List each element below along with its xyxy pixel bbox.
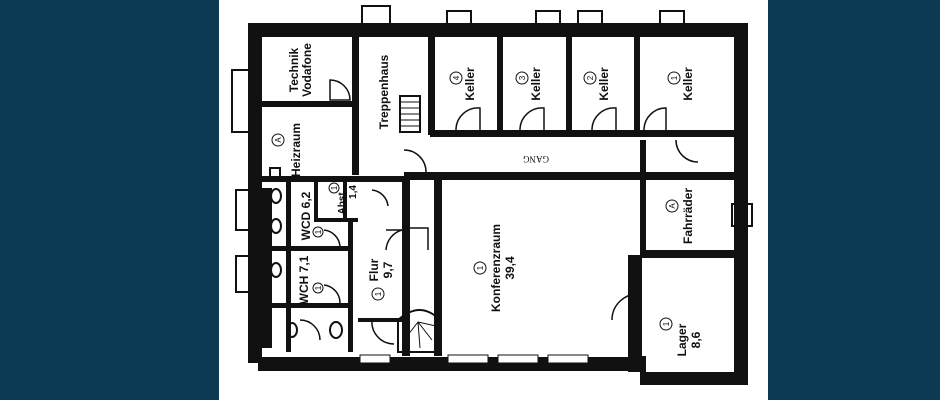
stairs-spiral <box>397 309 441 353</box>
room-treppenhaus: Treppenhaus <box>377 54 391 129</box>
keller2-label: Keller <box>597 67 611 101</box>
wcd-marker: 1 <box>314 229 323 234</box>
keller3-marker: 3 <box>518 75 527 80</box>
abst-label: Abst. <box>337 189 348 214</box>
keller4-marker: 4 <box>452 75 461 80</box>
gang-label: GANG <box>523 154 549 164</box>
stairs-top <box>399 95 421 133</box>
keller2-marker: 2 <box>586 75 595 80</box>
keller2-marker-circle <box>583 71 597 85</box>
konferenz-marker: 1 <box>476 265 485 270</box>
lager-marker: 1 <box>662 321 671 326</box>
konferenz-label: Konferenzraum <box>489 224 503 312</box>
room-keller-4: 4 Keller <box>449 67 477 101</box>
room-fahrraeder: A Fahrräder <box>665 188 695 244</box>
keller4-marker-circle <box>449 71 463 85</box>
keller1-label: Keller <box>681 67 695 101</box>
room-lager: 1 Lager 8,6 <box>659 317 703 356</box>
room-konferenzraum: 1 Konferenzraum 39,4 <box>473 224 517 312</box>
flur-marker: 1 <box>374 291 383 296</box>
heizraum-marker-circle <box>271 133 285 147</box>
treppenhaus-label: Treppenhaus <box>377 54 391 129</box>
interior-walls <box>262 37 734 372</box>
right-margin-bar <box>768 0 940 400</box>
konferenz-area: 39,4 <box>503 256 517 280</box>
room-keller-3: 3 Keller <box>515 67 543 101</box>
lager-area: 8,6 <box>689 331 703 348</box>
abst-marker-circle <box>328 182 340 194</box>
wcd-marker-circle <box>312 226 324 238</box>
room-flur: 1 Flur 9,7 <box>367 258 395 301</box>
wcd-label: WCD 6,2 <box>299 191 313 240</box>
lager-label: Lager <box>675 323 689 356</box>
room-technik: Technik Vodafone <box>287 43 314 97</box>
door-swings <box>299 79 699 345</box>
konferenz-marker-circle <box>473 261 487 275</box>
left-wall-protrusions <box>231 69 272 363</box>
flur-label: Flur <box>367 258 381 281</box>
room-keller-1: 1 Keller <box>667 67 695 101</box>
lager-marker-circle <box>659 317 673 331</box>
abst-area: 1,4 <box>348 185 359 199</box>
wch-marker: 1 <box>314 285 323 290</box>
room-wch: WCH 7,1 1 <box>297 255 324 304</box>
keller1-marker: 1 <box>670 75 679 80</box>
room-heizraum: A Heizraum <box>271 123 303 177</box>
sanitary-fixtures <box>269 167 343 339</box>
keller4-label: Keller <box>463 67 477 101</box>
fahrraeder-marker: A <box>668 203 677 209</box>
top-shafts <box>361 5 753 227</box>
technik-label: Technik <box>287 47 301 92</box>
keller1-marker-circle <box>667 71 681 85</box>
left-margin-bar <box>0 0 219 400</box>
flur-marker-circle <box>371 287 385 301</box>
keller3-marker-circle <box>515 71 529 85</box>
fahrraeder-marker-circle <box>665 199 679 213</box>
room-abst: 1 Abst. 1,4 <box>328 182 359 215</box>
wch-marker-circle <box>312 282 324 294</box>
room-gang: GANG <box>523 154 549 164</box>
bottom-windows <box>359 354 589 364</box>
room-wcd: WCD 6,2 1 <box>299 191 324 240</box>
room-keller-2: 2 Keller <box>583 67 611 101</box>
vodafone-label: Vodafone <box>300 43 314 97</box>
wch-label: WCH 7,1 <box>297 255 311 304</box>
abst-marker: 1 <box>330 185 339 190</box>
heizraum-marker: A <box>274 137 283 143</box>
flur-area: 9,7 <box>381 261 395 278</box>
heizraum-label: Heizraum <box>289 123 303 177</box>
floor-plan-sheet <box>219 0 768 400</box>
fahrraeder-label: Fahrräder <box>681 188 695 244</box>
keller3-label: Keller <box>529 67 543 101</box>
